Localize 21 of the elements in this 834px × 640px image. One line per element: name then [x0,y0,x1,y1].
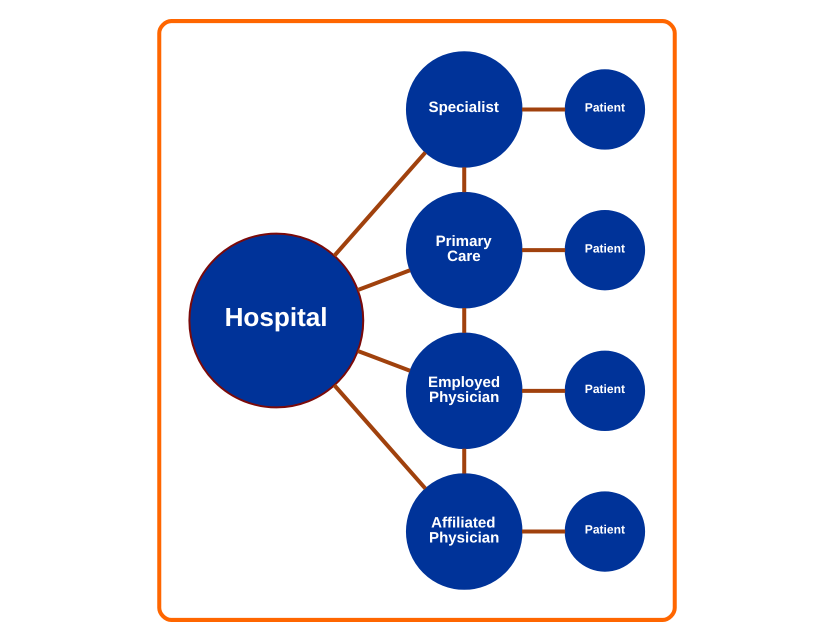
connector [357,348,411,372]
node-circle: Primary Care [406,191,522,308]
node-circle: Hospital [188,232,364,408]
connector [462,448,466,474]
connector [522,529,566,534]
node-circle: Patient [564,350,646,431]
node-circle: Specialist [406,50,522,168]
connector [462,166,466,192]
connector [462,308,466,332]
connector [522,106,566,111]
node-circle: Affiliated Physician [406,472,522,590]
connector [357,268,411,292]
connector [332,150,427,257]
node-circle: Employed Physician [406,332,522,449]
connector [522,388,566,392]
connector [522,248,566,252]
node-circle: Patient [564,68,646,150]
node-circle: Patient [564,209,646,290]
node-circle: Patient [564,490,646,572]
cluster [157,18,677,622]
connector [332,383,427,490]
